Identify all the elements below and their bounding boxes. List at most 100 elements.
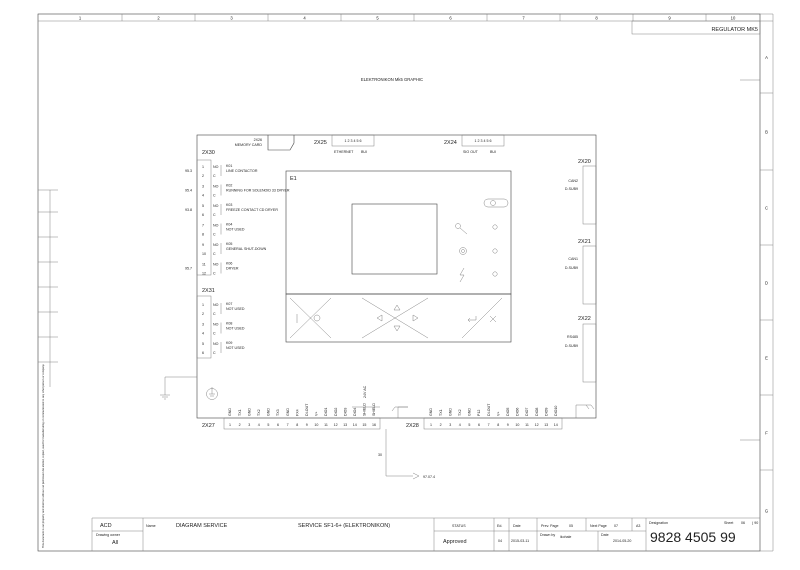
pin-label: DIO3 (343, 408, 347, 416)
relay-id: K01 (226, 164, 232, 168)
relay-no: NO (213, 165, 219, 169)
controller-box (196, 134, 597, 419)
pin-label: SHIELD (372, 403, 376, 416)
pin-number: 5 (267, 423, 269, 427)
relay-c: C (213, 213, 216, 217)
row-label: E (765, 356, 768, 361)
pin-number: 5 (468, 423, 470, 427)
display-screen (351, 203, 438, 275)
owner-label: Drawing owner (96, 533, 121, 537)
x26-name: MEMORY CARD (235, 143, 263, 147)
x25-left: ETHERNET (334, 150, 354, 154)
relay-no: NO (213, 263, 219, 267)
column-label: 3 (230, 16, 233, 21)
column-label: 7 (522, 16, 525, 21)
x24-connector (461, 134, 505, 147)
arrow-keys[interactable] (361, 297, 429, 339)
relay-no: NO (213, 303, 219, 307)
relay-pin: 5 (202, 204, 204, 208)
relay-no: NO (213, 185, 219, 189)
pin-label: SHIELD (363, 403, 367, 416)
relay-pin: 6 (202, 351, 204, 355)
relay-desc: GENERAL SHUT-DOWN (226, 247, 267, 251)
wire-xref (385, 429, 413, 477)
relay-no: NO (213, 204, 219, 208)
pin-number: 8 (296, 423, 298, 427)
relay-pin: 2 (202, 312, 204, 316)
relay-id: K08 (226, 322, 232, 326)
pin-number: 15 (362, 423, 366, 427)
x31-connector (196, 295, 212, 359)
x22-connector: 2X22 RS485 D-SUB9 (565, 316, 597, 383)
svg-text:CAN1: CAN1 (568, 257, 578, 261)
x25-right: BUI (361, 150, 367, 154)
key-icon (455, 223, 468, 235)
relay-desc: NOT USED (226, 228, 245, 232)
ed-label: Ed. (497, 524, 502, 528)
title-block (91, 517, 760, 551)
next-label: Next Page (590, 524, 607, 528)
enter-cancel-keys[interactable] (461, 297, 503, 339)
pin-label: GND (286, 408, 290, 416)
service-icon (459, 247, 467, 255)
relay-ref: 95.3 (185, 169, 192, 173)
date2-label: Date (601, 533, 609, 537)
owner: All (112, 540, 118, 546)
svg-text:2X22: 2X22 (578, 316, 591, 322)
pin-number: 2 (440, 423, 442, 427)
relay-id: K06 (226, 262, 232, 266)
pin-label: DIO10 (554, 406, 558, 416)
pin-label: DIO5 (506, 408, 510, 416)
sheet-border (37, 13, 761, 552)
pin-label: TX1 (238, 409, 242, 416)
row-label: C (765, 206, 768, 211)
svg-text:RS485: RS485 (567, 335, 578, 339)
relay-desc: NOT USED (226, 346, 245, 350)
header-title-box (631, 20, 761, 35)
keypad-panel (285, 293, 512, 343)
x25-tag: 2X25 (314, 140, 327, 146)
sheet-of: ( 90 (752, 521, 758, 525)
column-label: 8 (595, 16, 598, 21)
x26-tag: 2X26 (254, 138, 262, 142)
relay-id: K09 (226, 341, 232, 345)
x28-tag: 2X28 (406, 423, 419, 429)
pin-label: DIO9 (544, 408, 548, 416)
status-label: STATUS (452, 524, 466, 528)
pin-number: 1 (229, 423, 231, 427)
pin-number: 7 (488, 423, 490, 427)
left-margin-ticks (38, 189, 58, 387)
size: A3 (636, 524, 640, 528)
pin-number: 8 (497, 423, 499, 427)
pin-label: DI-OUT (305, 403, 309, 416)
pin-number: 11 (324, 423, 328, 427)
pin-number: 12 (535, 423, 539, 427)
pressure-icon (483, 198, 509, 208)
relay-pin: 12 (202, 272, 206, 276)
pin-label: P12 (477, 410, 481, 416)
led-2 (492, 248, 498, 254)
date-label: Date (513, 524, 521, 528)
pin-label: DIO6 (516, 408, 520, 416)
controller-title: ELEKTRONIKON Mk5 GRAPHIC (361, 77, 423, 82)
x27-connector (223, 417, 381, 430)
svg-text:CAN2: CAN2 (568, 179, 578, 183)
relay-c: C (213, 233, 216, 237)
relay-id: K05 (226, 242, 232, 246)
relay-pin: 3 (202, 323, 204, 327)
column-label: 10 (731, 16, 736, 21)
relay-pin: 1 (202, 165, 204, 169)
pin-label: DIO4 (353, 408, 357, 416)
relay-pin: 5 (202, 342, 204, 346)
pin-label: GND (228, 408, 232, 416)
module-label: E1 (290, 176, 297, 182)
relay-pin: 4 (202, 194, 204, 198)
start-stop-keys[interactable] (289, 297, 332, 339)
column-label: 4 (303, 16, 306, 21)
